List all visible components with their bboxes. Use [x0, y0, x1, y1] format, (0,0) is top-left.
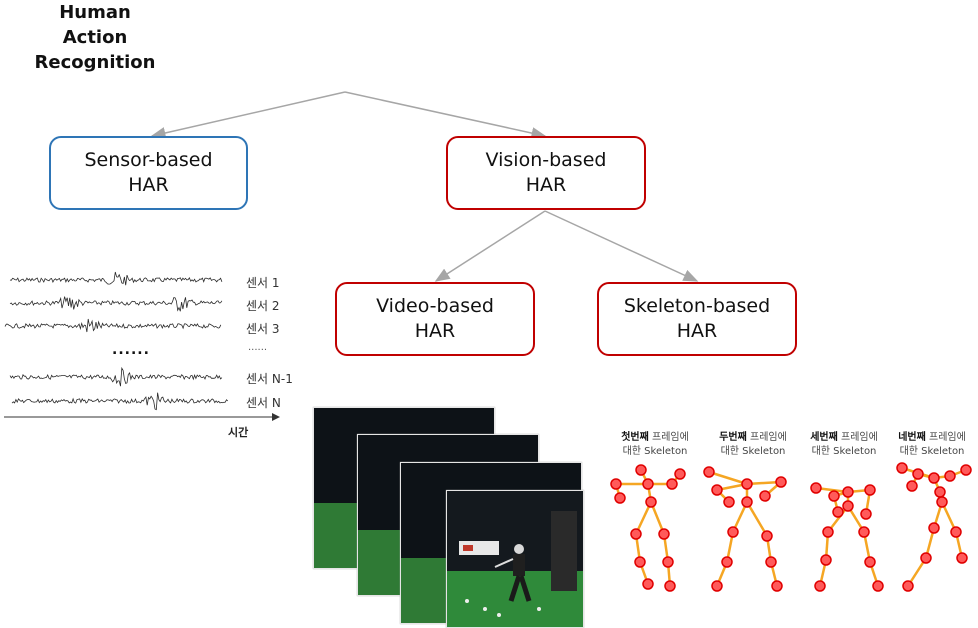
- skeleton-2-joint-11: [765, 556, 777, 568]
- edge-root-vision: [344, 91, 547, 139]
- sensor-label-ellipsis: ......: [248, 342, 268, 353]
- skeleton-caption-3: 세번째 프레임에 대한 Skeleton: [810, 432, 878, 457]
- sensor-label-2: 센서 2: [246, 299, 280, 313]
- time-axis-label: 시간: [228, 426, 249, 439]
- skeleton-2-joint-10: [721, 556, 733, 568]
- sensor-waveform-5: [11, 392, 229, 411]
- skeleton-1-bone-8: [649, 501, 666, 535]
- skeleton-2-bone-1: [708, 470, 748, 486]
- skeleton-3-joint-2: [842, 486, 854, 498]
- skeleton-2-joint-13: [771, 580, 783, 592]
- skeleton-1-joint-12: [642, 578, 654, 590]
- skeleton-caption-1: 첫번째 프레임에 대한 Skeleton: [621, 432, 689, 457]
- skeleton-3-joint-4: [832, 506, 844, 518]
- skeleton-3-joint-5: [864, 484, 876, 496]
- skeleton-2-joint-4: [723, 496, 735, 508]
- video-frame-4: [446, 490, 584, 628]
- sensor-waveform-1: [9, 271, 223, 286]
- skeleton-2-joint-12: [711, 580, 723, 592]
- sensor-label-n-1: 센서 N-1: [246, 372, 293, 386]
- sensor-label-3: 센서 3: [246, 322, 280, 336]
- skeleton-3-joint-3: [828, 490, 840, 502]
- skeleton-1-joint-7: [645, 496, 657, 508]
- skeleton-2-bone-8: [745, 501, 769, 537]
- skeleton-1-joint-9: [658, 528, 670, 540]
- skeleton-4-joint-13: [902, 580, 914, 592]
- skeleton-4-joint-1: [896, 462, 908, 474]
- skeleton-2-joint-8: [727, 526, 739, 538]
- skeleton-2-joint-2: [741, 478, 753, 490]
- skeleton-2-joint-3: [711, 484, 723, 496]
- skeleton-3-joint-8: [822, 526, 834, 538]
- node-sensor-based: Sensor-based HAR: [49, 136, 248, 210]
- skeleton-4-joint-8: [936, 496, 948, 508]
- sensor-signal-plot: [4, 271, 280, 421]
- skeleton-4-joint-3: [912, 468, 924, 480]
- skeleton-4-joint-4: [906, 480, 918, 492]
- skeleton-3-joint-1: [810, 482, 822, 494]
- skeleton-figures: [610, 462, 972, 592]
- skeleton-4-joint-7: [934, 486, 946, 498]
- root-title: Human Action Recognition: [34, 2, 156, 73]
- skeleton-3-joint-6: [860, 508, 872, 520]
- sensor-label-1: 센서 1: [246, 276, 280, 290]
- edge-root-sensor: [150, 91, 346, 139]
- skeleton-1-joint-4: [614, 492, 626, 504]
- skeleton-2-joint-1: [703, 466, 715, 478]
- skeleton-4-joint-12: [956, 552, 968, 564]
- node-skeleton-based: Skeleton-based HAR: [597, 282, 797, 356]
- sensor-label-n: 센서 N: [246, 396, 281, 410]
- skeleton-1-joint-1: [635, 464, 647, 476]
- skeleton-1-joint-2: [642, 478, 654, 490]
- skeleton-4-joint-11: [920, 552, 932, 564]
- skeleton-2-joint-5: [775, 476, 787, 488]
- skeleton-1-joint-11: [662, 556, 674, 568]
- skeleton-1-joint-13: [664, 580, 676, 592]
- skeleton-3-joint-12: [814, 580, 826, 592]
- skeleton-4-joint-5: [944, 470, 956, 482]
- skeleton-1-joint-5: [666, 478, 678, 490]
- skeleton-4-joint-9: [928, 522, 940, 534]
- sensor-waveform-2: [9, 296, 223, 312]
- skeleton-4-joint-10: [950, 526, 962, 538]
- skeleton-1-joint-6: [674, 468, 686, 480]
- skeleton-3-joint-13: [872, 580, 884, 592]
- skeleton-4-joint-6: [960, 464, 972, 476]
- sensor-waveform-4: [9, 366, 223, 387]
- node-video-based: Video-based HAR: [335, 282, 535, 356]
- skeleton-3-joint-10: [820, 554, 832, 566]
- skeleton-caption-4: 네번째 프레임에 대한 Skeleton: [898, 432, 966, 457]
- sensor-ellipsis: ......: [112, 342, 150, 358]
- skeleton-3-joint-7: [842, 500, 854, 512]
- sensor-waveform-3: [4, 318, 222, 333]
- skeleton-1-joint-8: [630, 528, 642, 540]
- node-vision-based: Vision-based HAR: [446, 136, 646, 210]
- skeleton-4-joint-2: [928, 472, 940, 484]
- skeleton-1-joint-10: [634, 556, 646, 568]
- edge-vision-video: [434, 210, 546, 282]
- skeleton-3-joint-9: [858, 526, 870, 538]
- skeleton-3-joint-11: [864, 556, 876, 568]
- skeleton-2-joint-7: [741, 496, 753, 508]
- skeleton-1-bone-7: [634, 501, 653, 535]
- skeleton-2-joint-9: [761, 530, 773, 542]
- edge-vision-skeleton: [544, 210, 699, 282]
- skeleton-2-joint-6: [759, 490, 771, 502]
- skeleton-1-joint-3: [610, 478, 622, 490]
- time-axis-arrowhead: [272, 413, 280, 421]
- skeleton-caption-2: 두번째 프레임에 대한 Skeleton: [719, 432, 787, 457]
